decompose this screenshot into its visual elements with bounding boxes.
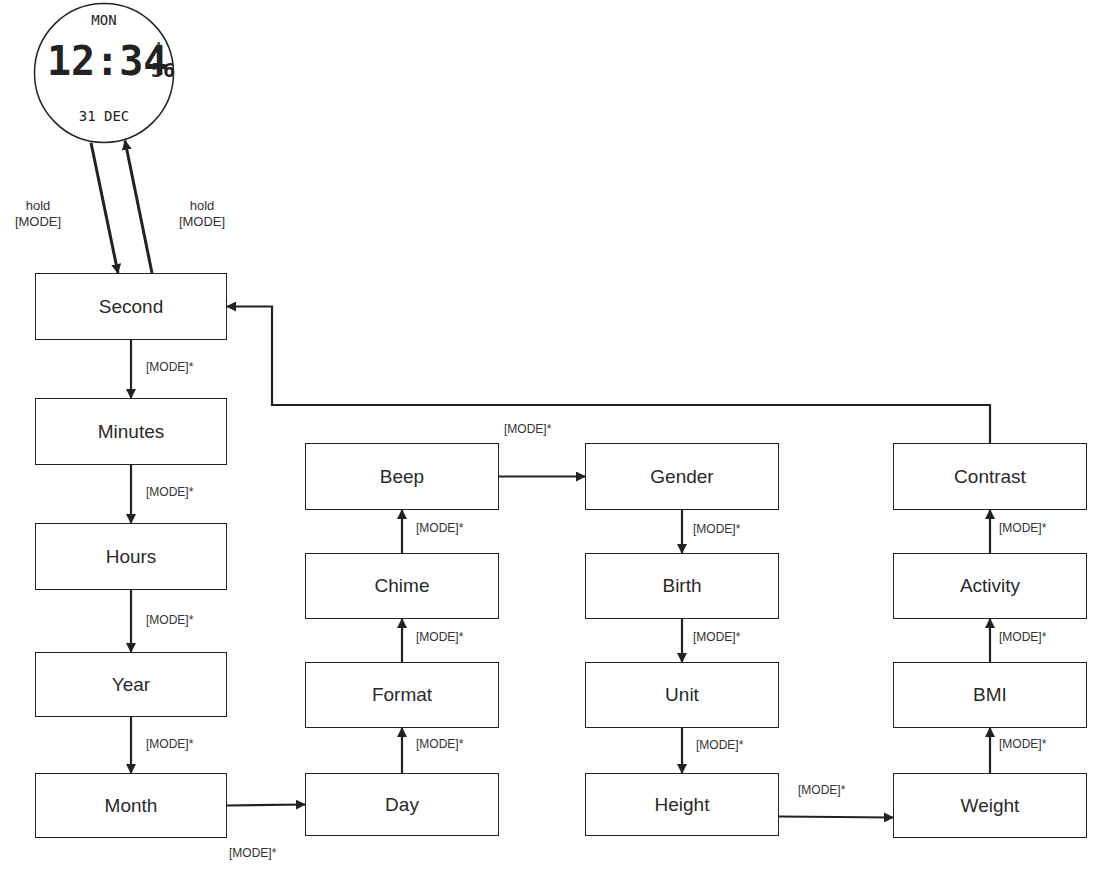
button-label: [MODE]* — [692, 522, 741, 536]
button-label: [MODE]* — [415, 521, 464, 535]
button-label: hold [MODE] — [8, 198, 68, 229]
flow-arrow — [130, 340, 132, 398]
setting-name: Weight — [961, 795, 1020, 817]
setting-name: Birth — [662, 575, 701, 597]
setting-name: Hours — [106, 546, 157, 568]
flow-arrow — [401, 728, 403, 773]
flow-arrow — [681, 510, 683, 553]
button-label: [MODE]* — [145, 613, 194, 627]
setting-name: Height — [655, 794, 710, 816]
button-label: [MODE]* — [797, 783, 846, 797]
setting-box: Gender — [585, 443, 779, 510]
flow-arrow — [989, 728, 991, 773]
flow-arrow — [130, 465, 132, 523]
flow-arrow — [125, 141, 152, 273]
button-label: [MODE]* — [228, 846, 277, 860]
setting-box: Contrast — [893, 443, 1087, 510]
setting-box: Year — [35, 652, 227, 717]
button-label: [MODE]* — [998, 521, 1047, 535]
button-label: [MODE]* — [145, 360, 194, 374]
setting-name: Minutes — [98, 421, 165, 443]
weekday-text: MON — [91, 12, 116, 28]
setting-box: Beep — [305, 443, 499, 510]
setting-box: BMI — [893, 662, 1087, 728]
setting-name: Gender — [650, 466, 713, 488]
date-text: 31 DEC — [79, 108, 130, 124]
flow-arrow — [401, 619, 403, 662]
setting-box: Height — [585, 773, 779, 836]
setting-box: Birth — [585, 553, 779, 619]
setting-box: Month — [35, 773, 227, 838]
button-label: [MODE]* — [145, 485, 194, 499]
flow-arrow — [227, 307, 990, 444]
setting-name: BMI — [973, 684, 1007, 706]
flow-arrow — [227, 805, 305, 806]
watch-face: MON 12:34A 56 31 DEC — [33, 2, 175, 144]
flow-arrow — [989, 510, 991, 553]
setting-name: Chime — [375, 575, 430, 597]
setting-name: Beep — [380, 466, 424, 488]
setting-name: Day — [385, 794, 419, 816]
setting-box: Hours — [35, 523, 227, 590]
button-label: [MODE]* — [692, 630, 741, 644]
button-label: [MODE]* — [998, 737, 1047, 751]
setting-box: Day — [305, 773, 499, 836]
flow-arrow — [130, 590, 132, 652]
setting-box: Activity — [893, 553, 1087, 619]
setting-name: Format — [372, 684, 432, 706]
setting-name: Second — [99, 296, 163, 318]
flow-arrow — [401, 510, 403, 553]
button-label: [MODE]* — [998, 630, 1047, 644]
flow-arrow — [681, 728, 683, 773]
flow-arrow — [130, 717, 132, 773]
flow-arrow — [989, 619, 991, 662]
button-label: [MODE]* — [503, 422, 552, 436]
setting-name: Year — [112, 674, 150, 696]
ampm-text: A — [155, 40, 162, 54]
time-text: 12:34 — [47, 38, 167, 84]
button-label: hold [MODE] — [172, 198, 232, 229]
flow-arrow — [499, 475, 585, 477]
setting-box: Weight — [893, 773, 1087, 838]
setting-box: Chime — [305, 553, 499, 619]
button-label: [MODE]* — [145, 737, 194, 751]
setting-box: Minutes — [35, 398, 227, 465]
flow-arrow — [779, 817, 893, 818]
setting-name: Contrast — [954, 466, 1026, 488]
flow-arrow — [91, 143, 118, 273]
setting-name: Unit — [665, 684, 699, 706]
seconds-text: 56 — [151, 58, 175, 82]
button-label: [MODE]* — [695, 738, 744, 752]
button-label: [MODE]* — [415, 630, 464, 644]
setting-box: Unit — [585, 662, 779, 728]
flow-arrow — [681, 619, 683, 662]
setting-name: Activity — [960, 575, 1020, 597]
setting-name: Month — [105, 795, 158, 817]
button-label: [MODE]* — [415, 737, 464, 751]
setting-box: Format — [305, 662, 499, 728]
setting-box: Second — [35, 273, 227, 340]
